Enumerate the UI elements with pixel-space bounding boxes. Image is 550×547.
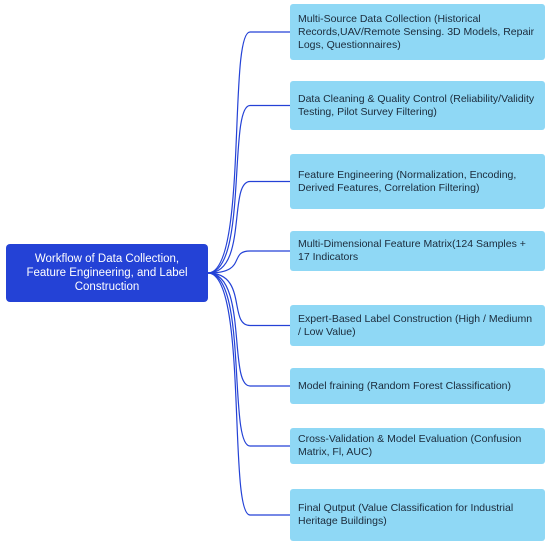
- connector-line-6: [207, 272, 290, 447]
- step-node-feature-engineering: Feature Engineering (Normalization, Enco…: [290, 154, 545, 209]
- connector-line-1: [207, 104, 290, 274]
- step-label: Multi-Dimensional Feature Matrix(124 Sam…: [298, 238, 526, 263]
- step-node-data-collection: Multi-Source Data Collection (Historical…: [290, 4, 545, 60]
- connectors-group: [207, 31, 290, 516]
- connector-line-5: [207, 272, 290, 387]
- step-node-cross-validation: Cross-Validation & Model Evaluation (Con…: [290, 428, 545, 464]
- step-label: Cross-Validation & Model Evaluation (Con…: [298, 433, 522, 458]
- connector-line-2: [207, 180, 290, 274]
- step-node-feature-matrix: Multi-Dimensional Feature Matrix(124 Sam…: [290, 231, 545, 271]
- connector-line-4: [207, 272, 290, 327]
- connector-line-3: [207, 250, 290, 274]
- step-label: Expert-Based Label Construction (High / …: [298, 312, 533, 338]
- step-label: Multi-Source Data Collection (Historical…: [298, 12, 535, 51]
- step-node-final-output: Final Qutput (Value Classification for I…: [290, 489, 545, 541]
- step-node-label-construction: Expert-Based Label Construction (High / …: [290, 305, 545, 346]
- step-node-data-cleaning: Data Cleaning & Quality Control (Reliabi…: [290, 81, 545, 130]
- step-label: Final Qutput (Value Classification for I…: [298, 502, 514, 527]
- root-node: Workflow of Data Collection, Feature Eng…: [6, 244, 208, 302]
- root-node-label: Workflow of Data Collection, Feature Eng…: [26, 253, 188, 293]
- step-label: Data Cleaning & Quality Control (Reliabi…: [298, 92, 535, 118]
- connector-line-0: [207, 31, 290, 274]
- connector-line-7: [207, 272, 290, 516]
- step-node-model-training: Model fraining (Random Forest Classifica…: [290, 368, 545, 404]
- step-label: Feature Engineering (Normalization, Enco…: [298, 168, 517, 194]
- step-label: Model fraining (Random Forest Classifica…: [298, 379, 511, 392]
